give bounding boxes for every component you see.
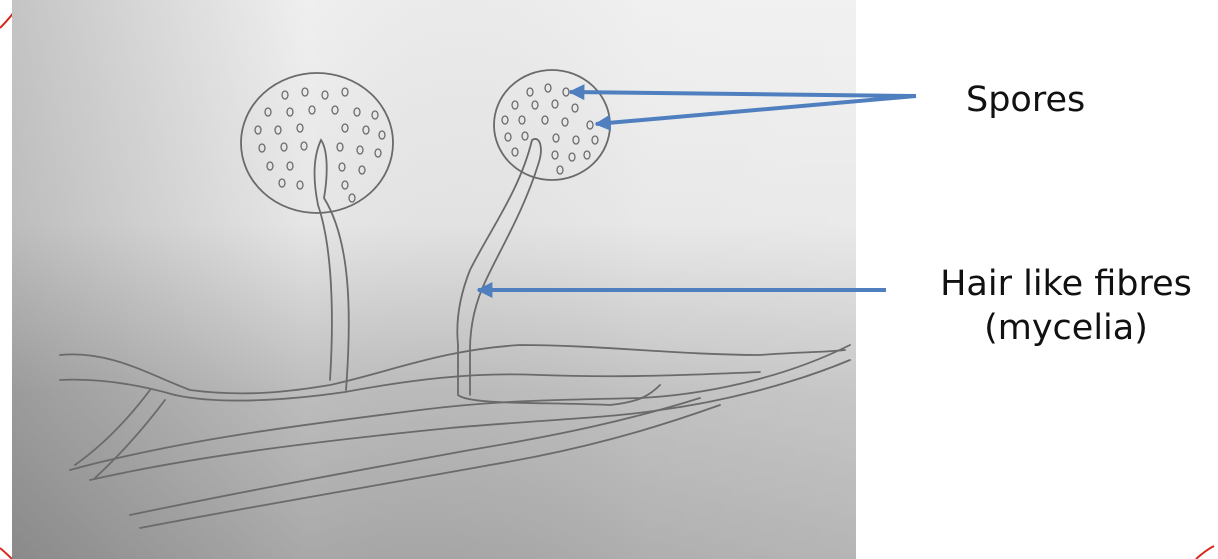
hyphae-label: Hair like fibres (mycelia) <box>916 262 1216 350</box>
hyphae-label-line1: Hair like fibres <box>916 262 1216 306</box>
slide-frame-corner-bottom-right <box>1196 546 1214 559</box>
hyphae-label-line2: (mycelia) <box>916 306 1216 350</box>
spores-label: Spores <box>966 78 1085 122</box>
slide-frame-arc-bottom <box>0 548 12 559</box>
